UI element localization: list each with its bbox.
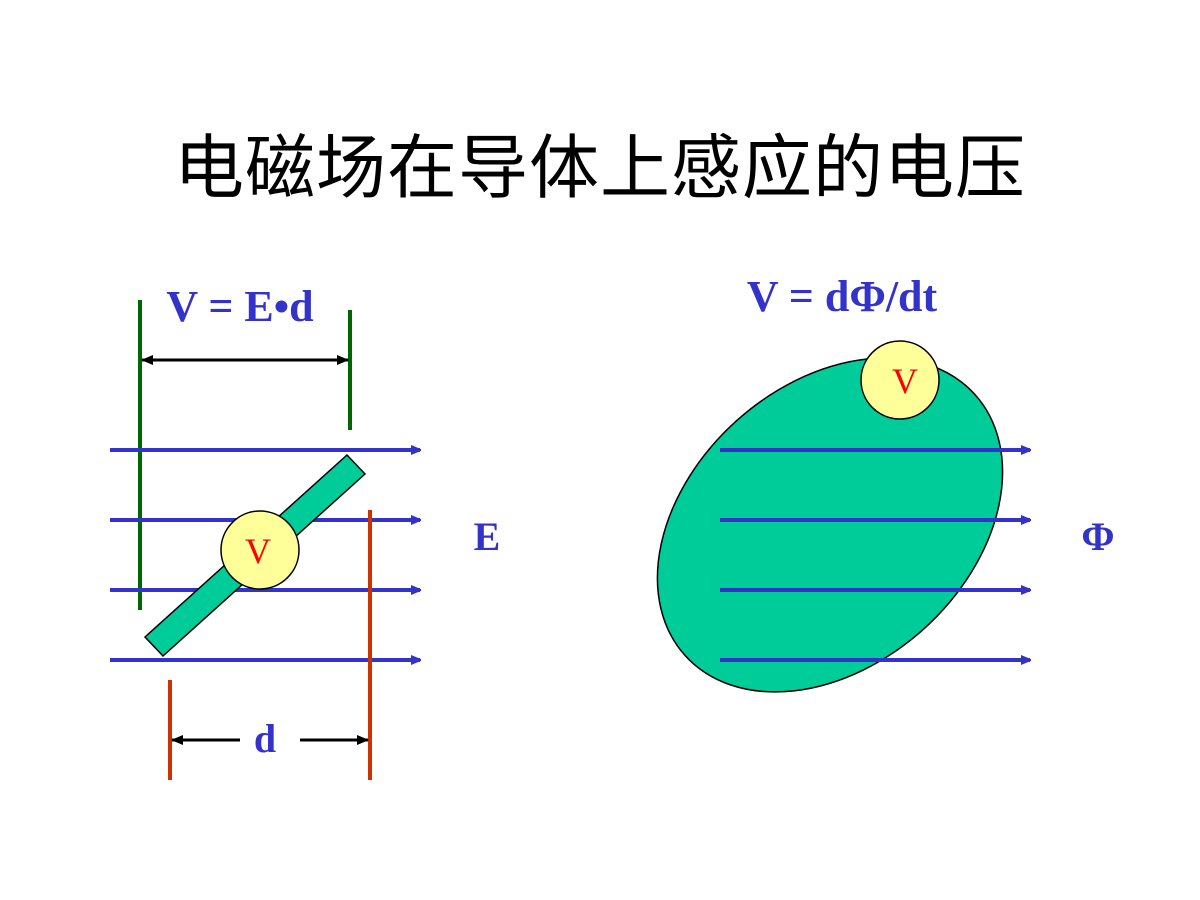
left-diagram: V = E•d V E d — [110, 282, 500, 780]
voltmeter-label: V — [245, 531, 271, 571]
right-voltmeter: V — [860, 340, 940, 420]
voltmeter-circle — [220, 510, 300, 590]
left-formula: V = E•d — [166, 282, 313, 331]
e-field-label: E — [474, 514, 501, 559]
conductor-loop — [656, 357, 1004, 693]
left-voltmeter: V — [220, 510, 300, 590]
voltmeter-circle — [860, 340, 940, 420]
slide-title: 电磁场在导体上感应的电压 — [174, 127, 1026, 209]
right-diagram: V = dΦ/dt V Φ — [656, 272, 1115, 693]
right-formula: V = dΦ/dt — [747, 272, 938, 321]
distance-label: d — [254, 716, 276, 761]
flux-label: Φ — [1081, 514, 1114, 559]
voltmeter-label: V — [892, 361, 918, 401]
